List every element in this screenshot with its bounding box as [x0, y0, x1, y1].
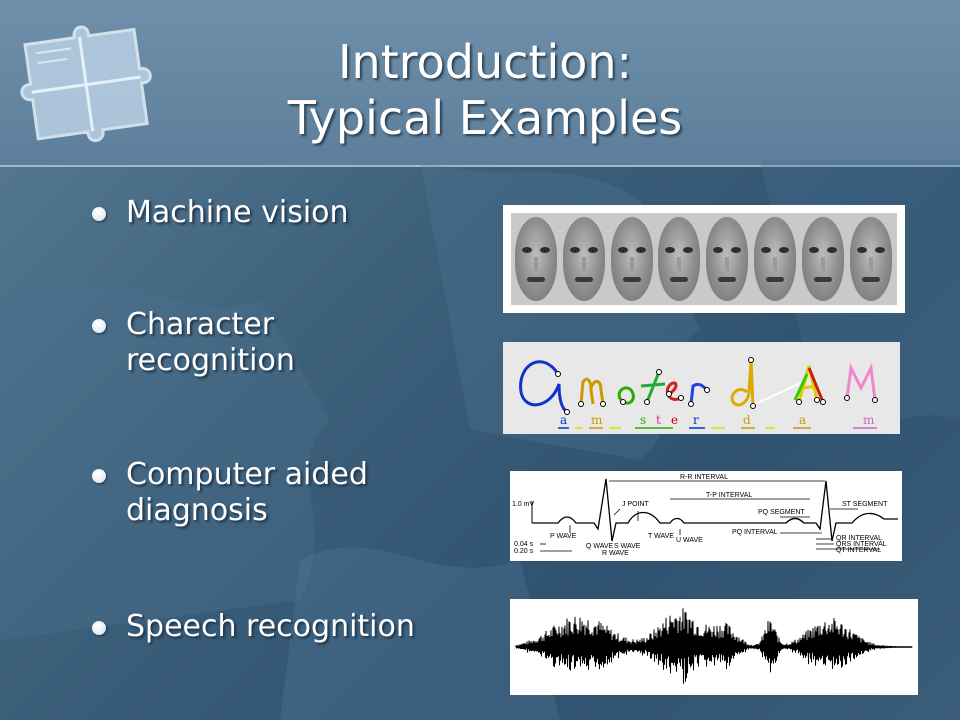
- handwriting-label-letter: s: [640, 413, 647, 427]
- face-image: [754, 217, 796, 301]
- bullet-computer-aided-diagnosis: Computer aided diagnosis: [90, 457, 486, 529]
- handwriting-image: a m s t e r d a m: [503, 342, 900, 434]
- face-image: [563, 217, 605, 301]
- ecg-waveform: [531, 478, 898, 552]
- ecg-label-voltage: 1.0 mV: [512, 501, 535, 508]
- ecg-label-r-wave: R WAVE: [602, 550, 629, 557]
- speech-waveform-trace: [515, 608, 913, 684]
- ecg-label-q-wave: Q WAVE: [586, 543, 614, 550]
- speech-waveform: [515, 608, 913, 684]
- bullet-speech-recognition: Speech recognition: [90, 609, 486, 645]
- ecg-label-p-wave: P WAVE: [550, 533, 577, 540]
- bullet-machine-vision: Machine vision: [90, 195, 486, 231]
- ecg-label-st-segment: ST SEGMENT: [842, 501, 888, 508]
- bullet-character-recognition: Character recognition: [90, 307, 486, 379]
- handwriting-label-letter: m: [591, 413, 603, 427]
- bullet-dot-icon: [92, 621, 106, 635]
- handwriting-label-letter: a: [560, 413, 568, 427]
- ecg-label-rr-interval: R-R INTERVAL: [680, 474, 728, 481]
- puzzle-logo-icon: [20, 25, 152, 142]
- bullet-text: Machine vision: [126, 195, 349, 230]
- ecg-label-time-large: 0.20 s: [514, 548, 534, 555]
- ecg-label-t-wave: T WAVE: [648, 533, 674, 540]
- title-line-1: Introduction:: [337, 35, 633, 89]
- handwriting-label-letter: m: [863, 413, 875, 427]
- ecg-label-pq-segment: PQ SEGMENT: [758, 509, 805, 516]
- bullet-text: Character: [126, 307, 275, 342]
- bullet-text-continued: recognition: [126, 343, 295, 378]
- handwriting-strokes: [519, 357, 878, 429]
- face-image: [802, 217, 844, 301]
- handwriting-label-letter: e: [671, 413, 679, 427]
- ecg-label-tp-interval: T-P INTERVAL: [706, 492, 753, 499]
- face-image: [515, 217, 557, 301]
- ecg-label-qr-interval: QR INTERVAL: [836, 535, 883, 542]
- face-image: [850, 217, 892, 301]
- handwriting-label-letter: t: [656, 413, 661, 427]
- bullet-text-continued: diagnosis: [126, 493, 268, 528]
- face-image: [611, 217, 653, 301]
- ecg-label-qrs-interval: QRS INTERVAL: [836, 541, 887, 548]
- bullet-dot-icon: [92, 319, 106, 333]
- face-image: [658, 217, 700, 301]
- header-band: [0, 0, 960, 167]
- ecg-label-qt-interval: QT INTERVAL: [836, 547, 882, 554]
- ecg-diagram-image: R-R INTERVAL T-P INTERVAL J POINT PQ SEG…: [510, 471, 902, 561]
- eigenfaces-strip: [511, 213, 897, 305]
- ecg-label-s-wave: S WAVE: [614, 543, 641, 550]
- bullet-text: Computer aided: [126, 457, 368, 492]
- bullet-dot-icon: [92, 207, 106, 221]
- handwriting-label-letter: a: [799, 413, 807, 427]
- handwriting-label-letter: d: [743, 413, 751, 427]
- title-line-2: Typical Examples: [287, 91, 683, 145]
- handwriting-label-letter: r: [693, 413, 699, 427]
- bullet-dot-icon: [92, 469, 106, 483]
- bullet-text: Speech recognition: [126, 609, 415, 644]
- ecg-label-time-small: 0.04 s: [514, 541, 534, 548]
- speech-waveform-image: [510, 599, 918, 695]
- ecg-label-u-wave: U WAVE: [676, 537, 703, 544]
- face-image: [706, 217, 748, 301]
- eigenfaces-image: [503, 205, 905, 313]
- ecg-label-j-point: J POINT: [622, 501, 649, 508]
- ecg-label-pq-interval: PQ INTERVAL: [732, 529, 778, 536]
- slide-title: Introduction: Typical Examples: [0, 34, 960, 146]
